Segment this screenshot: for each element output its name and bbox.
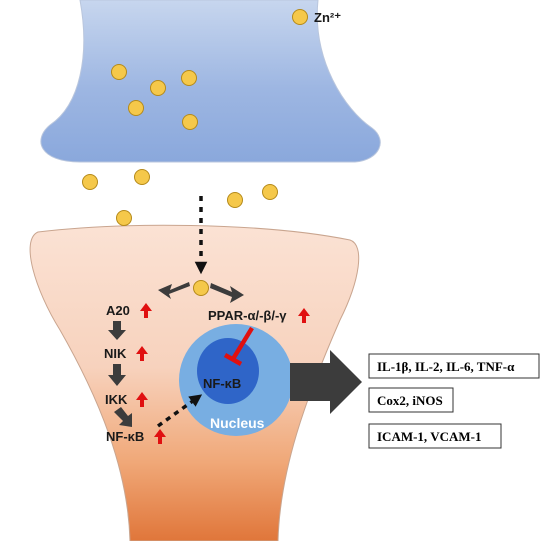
- down-arrow-icon: [108, 321, 126, 340]
- zinc-ion-hub: [193, 280, 209, 296]
- zinc-ion: [182, 114, 198, 130]
- branch-arrow-right: [210, 283, 244, 303]
- ppar-inhibition-line: [231, 326, 254, 361]
- output-text: ICAM-1, VCAM-1: [377, 429, 481, 444]
- ppar-inhibition-bar: [223, 353, 243, 366]
- nik-label: NIK: [104, 346, 127, 361]
- a20-label: A20: [106, 303, 130, 318]
- legend-label: Zn²⁺: [314, 10, 341, 25]
- nucleus-label: Nucleus: [210, 415, 265, 431]
- legend: Zn²⁺: [292, 9, 341, 25]
- presynaptic-terminal: [40, 0, 381, 163]
- zinc-ion: [262, 184, 278, 200]
- up-arrow-icon: [298, 308, 310, 323]
- cascade-arrows: [108, 321, 132, 427]
- output-arrow: [290, 350, 362, 414]
- zinc-ion: [181, 70, 197, 86]
- up-arrow-icon: [136, 346, 148, 361]
- nfkb-cytoplasmic-label: NF-κB: [106, 429, 144, 444]
- zinc-ion: [111, 64, 127, 80]
- output-box-enzymes: Cox2, iNOS: [368, 387, 454, 413]
- output-box-adhesion: ICAM-1, VCAM-1: [368, 423, 502, 449]
- zinc-ion: [116, 210, 132, 226]
- down-arrow-icon: [108, 364, 126, 386]
- nfkb-nuclear-label: NF-κB: [203, 376, 241, 391]
- up-arrow-icon: [140, 303, 152, 318]
- output-text: IL-1β, IL-2, IL-6, TNF-α: [377, 359, 515, 374]
- nucleus-inner: [197, 338, 259, 404]
- diagonal-arrow-icon: [114, 407, 132, 427]
- ikk-label: IKK: [105, 392, 128, 407]
- legend-zinc-ion: [292, 9, 308, 25]
- zinc-ion: [150, 80, 166, 96]
- zinc-ions: [82, 64, 278, 296]
- zinc-ion: [134, 169, 150, 185]
- zinc-ion: [227, 192, 243, 208]
- zinc-ion: [82, 174, 98, 190]
- up-arrow-icon: [154, 429, 166, 444]
- up-arrow-icon: [136, 392, 148, 407]
- branch-arrow-left: [158, 282, 190, 299]
- zinc-ion: [128, 100, 144, 116]
- output-box-cytokines: IL-1β, IL-2, IL-6, TNF-α: [368, 353, 540, 379]
- nfkb-translocation-arrow: [156, 394, 203, 428]
- upregulation-arrows: [136, 303, 310, 444]
- ppar-label: PPAR-α/-β/-γ: [208, 308, 287, 323]
- output-text: Cox2, iNOS: [377, 393, 443, 408]
